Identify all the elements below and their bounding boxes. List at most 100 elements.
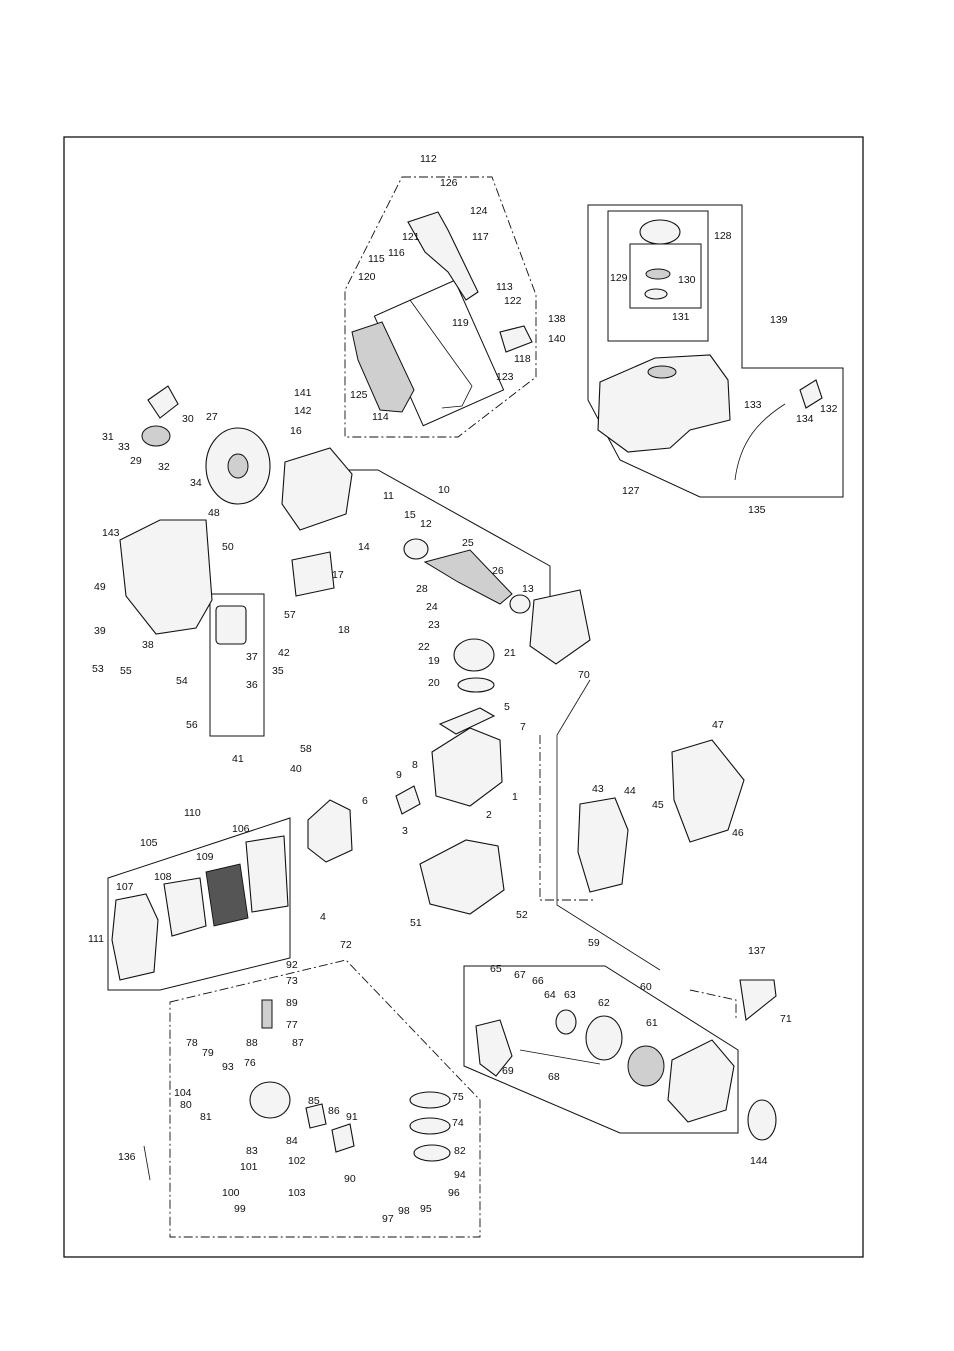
callout-label-127: 127 <box>622 485 640 497</box>
handle-part <box>407 211 479 301</box>
callout-label-49: 49 <box>94 581 106 593</box>
callout-label-76: 76 <box>244 1057 256 1069</box>
callout-label-84: 84 <box>286 1135 298 1147</box>
callout-label-79: 79 <box>202 1047 214 1059</box>
bracket-17-part <box>291 551 335 597</box>
callout-label-104: 104 <box>174 1087 192 1099</box>
callout-label-103: 103 <box>288 1187 306 1199</box>
callout-label-12: 12 <box>420 518 432 530</box>
callout-label-53: 53 <box>92 663 104 675</box>
callout-label-40: 40 <box>290 763 302 775</box>
callout-label-134: 134 <box>796 413 814 425</box>
callout-label-37: 37 <box>246 651 258 663</box>
callout-label-1: 1 <box>512 791 518 803</box>
callout-label-125: 125 <box>350 389 368 401</box>
link-line-70 <box>556 679 661 971</box>
callout-label-80: 80 <box>180 1099 192 1111</box>
callout-label-93: 93 <box>222 1061 234 1073</box>
callout-label-24: 24 <box>426 601 438 613</box>
callout-label-18: 18 <box>338 624 350 636</box>
callout-label-110: 110 <box>184 807 201 819</box>
callout-label-28: 28 <box>416 583 428 595</box>
callout-label-122: 122 <box>504 295 522 307</box>
clutch-assembly-part <box>141 425 171 447</box>
callout-label-6: 6 <box>362 795 368 807</box>
fan-housing-part <box>119 519 213 635</box>
callout-label-9: 9 <box>396 769 402 781</box>
filter-109-part <box>205 863 249 927</box>
callout-label-96: 96 <box>448 1187 460 1199</box>
insulator-part <box>395 785 421 815</box>
pulley-62-part <box>585 1015 623 1061</box>
callout-label-117: 117 <box>472 231 489 243</box>
callout-label-137: 137 <box>748 945 766 957</box>
carb-plate-85-part <box>305 1103 327 1129</box>
callout-label-21: 21 <box>504 647 516 659</box>
callout-label-67: 67 <box>514 969 526 981</box>
callout-label-140: 140 <box>548 333 566 345</box>
callout-label-133: 133 <box>744 399 762 411</box>
callout-label-131: 131 <box>672 311 690 323</box>
carb-body-part <box>249 1081 291 1119</box>
callout-label-78: 78 <box>186 1037 198 1049</box>
callout-label-124: 124 <box>470 205 488 217</box>
callout-label-99: 99 <box>234 1203 246 1215</box>
diagram-frame <box>63 136 864 1258</box>
callout-label-26: 26 <box>492 565 504 577</box>
callout-label-17: 17 <box>332 569 344 581</box>
callout-label-115: 115 <box>368 253 385 265</box>
callout-label-43: 43 <box>592 783 604 795</box>
callout-label-11: 11 <box>383 490 394 502</box>
starter-handle-part <box>475 1019 513 1077</box>
callout-label-8: 8 <box>412 759 418 771</box>
grip-part <box>351 321 415 413</box>
ignition-coil-part <box>215 605 247 645</box>
callout-label-130: 130 <box>678 274 696 286</box>
callout-label-90: 90 <box>344 1173 356 1185</box>
callout-label-48: 48 <box>208 507 220 519</box>
callout-label-70: 70 <box>578 669 590 681</box>
ratchet-63-part <box>555 1009 577 1035</box>
cylinder-cover-part <box>419 839 505 915</box>
starter-housing-part <box>667 1039 735 1123</box>
callout-label-95: 95 <box>420 1203 432 1215</box>
callout-label-105: 105 <box>140 837 158 849</box>
muffler-part <box>577 797 629 893</box>
callout-label-32: 32 <box>158 461 170 473</box>
callout-label-83: 83 <box>246 1145 258 1157</box>
group-outline-127 <box>587 204 844 498</box>
callout-label-72: 72 <box>340 939 352 951</box>
callout-label-65: 65 <box>490 963 502 975</box>
callout-label-41: 41 <box>232 753 244 765</box>
callout-label-143: 143 <box>102 527 120 539</box>
callout-label-63: 63 <box>564 989 576 1001</box>
callout-label-82: 82 <box>454 1145 466 1157</box>
callout-label-38: 38 <box>142 639 154 651</box>
callout-label-61: 61 <box>646 1017 658 1029</box>
callout-label-107: 107 <box>116 881 134 893</box>
primer-bulb-part <box>799 379 823 409</box>
callout-label-114: 114 <box>372 411 389 423</box>
callout-label-29: 29 <box>130 455 142 467</box>
carb-spring-89-part <box>261 999 273 1029</box>
callout-label-59: 59 <box>588 937 600 949</box>
callout-label-66: 66 <box>532 975 544 987</box>
callout-label-68: 68 <box>548 1071 560 1083</box>
callout-label-116: 116 <box>388 247 405 259</box>
callout-label-121: 121 <box>402 231 420 243</box>
bracket-part <box>499 325 533 353</box>
callout-label-3: 3 <box>402 825 408 837</box>
callout-label-92: 92 <box>286 959 298 971</box>
callout-label-13: 13 <box>522 583 534 595</box>
callout-label-39: 39 <box>94 625 106 637</box>
callout-label-42: 42 <box>278 647 290 659</box>
callout-label-64: 64 <box>544 989 556 1001</box>
callout-label-89: 89 <box>286 997 298 1009</box>
callout-label-52: 52 <box>516 909 528 921</box>
callout-label-102: 102 <box>288 1155 306 1167</box>
filter-base-106-part <box>245 835 289 913</box>
filter-108-part <box>163 877 207 937</box>
callout-label-15: 15 <box>404 509 416 521</box>
callout-label-20: 20 <box>428 677 440 689</box>
